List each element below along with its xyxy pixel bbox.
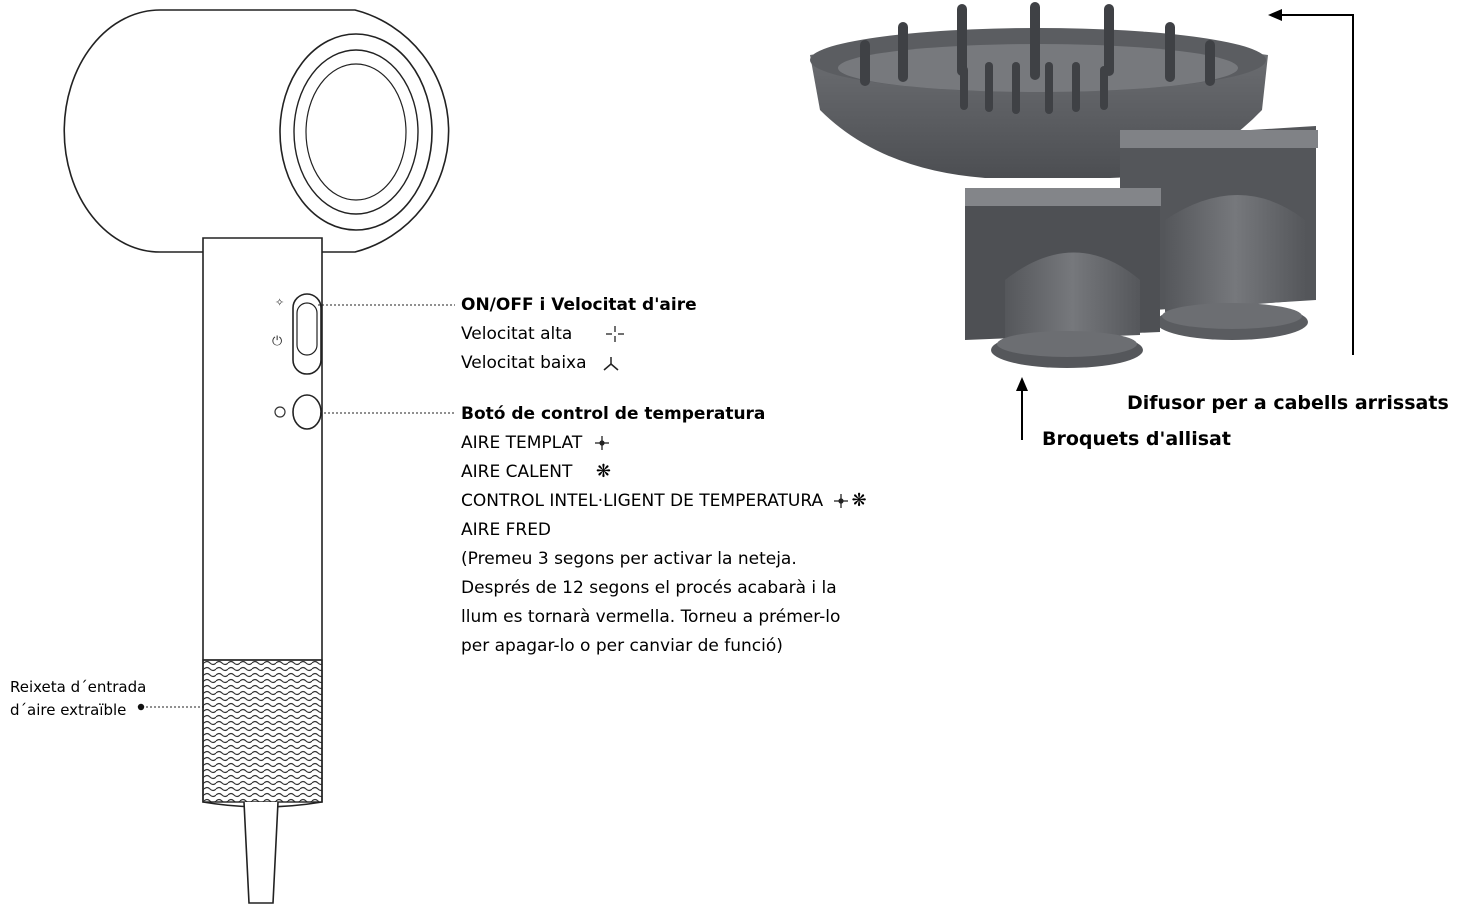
- low-speed-label: Velocitat baixa: [461, 353, 587, 373]
- clean-note-line-4: per apagar-lo o per canviar de funció): [461, 636, 783, 656]
- diffuser-label: Difusor per a cabells arrissats: [1127, 392, 1449, 414]
- warm-air-icon: [594, 436, 609, 450]
- hot-air-icon-small: ❋: [851, 490, 867, 511]
- dryer-outlet-inner: [305, 63, 407, 201]
- temperature-title: Botó de control de temperatura: [461, 404, 766, 424]
- high-speed-label: Velocitat alta: [461, 324, 573, 344]
- power-speed-title: ON/OFF i Velocitat d'aire: [461, 295, 697, 315]
- fan-low-icon: [603, 357, 619, 371]
- warm-air-row: AIRE TEMPLAT: [461, 433, 612, 453]
- hot-air-row: AIRE CALENT ❋: [461, 461, 611, 483]
- speed-side-icon: ✧: [275, 296, 284, 309]
- power-side-icon: ⏻: [272, 334, 282, 349]
- temperature-button: [292, 394, 322, 430]
- clean-note-line-2: Després de 12 segons el procés acabarà i…: [461, 578, 837, 598]
- warm-air-icon-small: [833, 494, 848, 508]
- power-speed-thumb: [296, 302, 318, 356]
- fan-high-icon: [605, 326, 624, 342]
- removable-filter: [202, 659, 323, 803]
- smart-temp-label: CONTROL INTEL·LIGENT DE TEMPERATURA: [461, 491, 824, 511]
- high-speed-row: Velocitat alta: [461, 324, 626, 344]
- nozzles-label: Broquets d'allisat: [1042, 428, 1231, 450]
- power-cable: [243, 801, 279, 904]
- clean-note-line-1: (Premeu 3 segons per activar la neteja.: [461, 549, 797, 569]
- diffuser-arrow: [1278, 14, 1354, 355]
- hot-air-icon: ❋: [595, 461, 611, 482]
- cold-air-label: AIRE FRED: [461, 520, 552, 540]
- filter-label-line-1: Reixeta d´entrada: [10, 678, 147, 696]
- hot-air-label: AIRE CALENT: [461, 462, 573, 482]
- clean-note-line-3: llum es tornarà vermella. Torneu a préme…: [461, 607, 841, 627]
- temp-side-icon: [274, 406, 286, 418]
- low-speed-row: Velocitat baixa: [461, 353, 622, 373]
- styling-nozzle-front: [965, 188, 1161, 368]
- filter-label-line-2: d´aire extraïble: [10, 701, 127, 719]
- smart-temp-row: CONTROL INTEL·LIGENT DE TEMPERATURA ❋: [461, 490, 867, 512]
- styling-nozzle-back: [1120, 126, 1318, 340]
- warm-air-label: AIRE TEMPLAT: [461, 433, 583, 453]
